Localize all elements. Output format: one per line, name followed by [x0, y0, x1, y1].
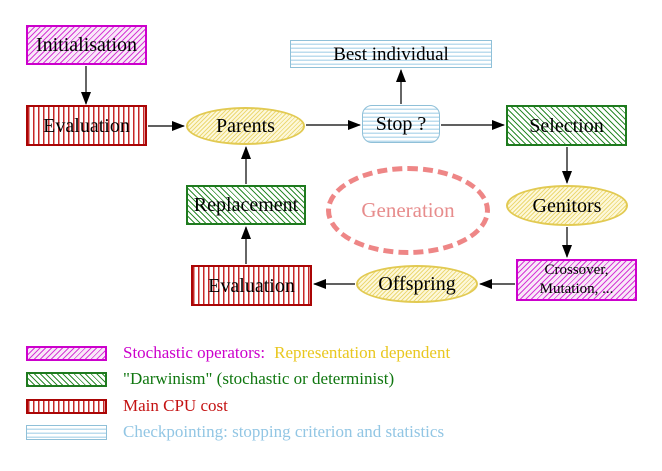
legend-swatch-green-hatch — [26, 371, 107, 387]
legend-row-darwinism: "Darwinism" (stochastic or determinist) — [26, 369, 395, 388]
node-evaluation-top: Evaluation — [26, 105, 147, 146]
node-evaluation-bottom: Evaluation — [191, 265, 312, 306]
legend-swatch-red-stripes — [26, 398, 107, 414]
node-best-individual: Best individual — [290, 40, 492, 68]
legend-label-representation-dependent: Representation dependent — [274, 343, 451, 362]
legend-swatch-magenta-hatch — [26, 345, 107, 361]
node-initialisation: Initialisation — [26, 25, 147, 65]
node-parents: Parents — [186, 107, 305, 145]
node-stop: Stop ? — [362, 105, 440, 143]
node-crossover-mutation: Crossover, Mutation, ... — [516, 259, 637, 301]
legend-label-stochastic-operators: Stochastic operators: — [123, 343, 266, 362]
node-generation-dashed-ellipse: Generation — [326, 166, 490, 255]
node-offspring: Offspring — [356, 265, 478, 303]
legend-row-main-cpu-cost: Main CPU cost — [26, 396, 228, 415]
node-selection: Selection — [506, 105, 627, 146]
legend-row-stochastic-operators: Stochastic operators: Representation dep… — [26, 343, 451, 362]
node-genitors: Genitors — [506, 185, 628, 226]
legend-swatch-cyan-stripes — [26, 424, 107, 440]
crossover-line2: Mutation, ... — [539, 281, 614, 297]
legend-row-checkpointing: Checkpointing: stopping criterion and st… — [26, 422, 445, 441]
legend-label-checkpointing: Checkpointing: stopping criterion and st… — [123, 422, 445, 441]
crossover-line1: Crossover, — [544, 262, 609, 279]
legend-label-main-cpu-cost: Main CPU cost — [123, 396, 228, 415]
legend-label-darwinism: "Darwinism" (stochastic or determinist) — [123, 369, 395, 388]
node-replacement: Replacement — [186, 185, 306, 225]
